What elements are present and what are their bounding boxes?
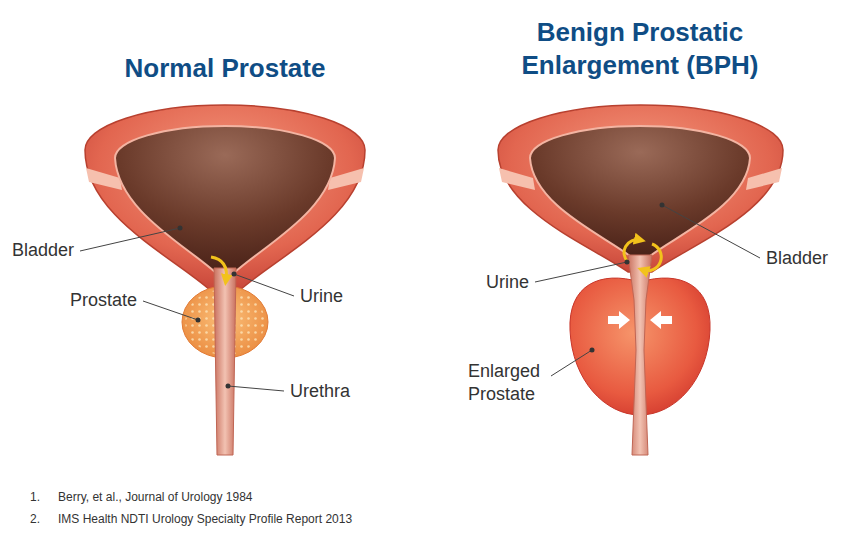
bladder-cavity (530, 126, 750, 256)
urethra-tube (214, 268, 236, 455)
panel-heading: Benign Prostatic Enlargement (BPH) (495, 16, 785, 81)
urine-flow-arrow (211, 257, 226, 280)
footnote-number: 2. (30, 512, 40, 527)
leader-dot (590, 348, 595, 353)
leader-dot (625, 260, 630, 265)
leader-line (551, 350, 592, 376)
leader-line (535, 262, 627, 282)
bladder-wall (85, 105, 365, 290)
part-label: Enlarged Prostate (468, 360, 563, 405)
leader-dot (660, 203, 665, 208)
footnote-text: IMS Health NDTI Urology Specialty Profil… (58, 512, 352, 527)
leader-dot (178, 226, 183, 231)
leader-line (80, 228, 180, 251)
bladder-wall (498, 105, 783, 272)
leader-dot (196, 318, 201, 323)
leader-line (143, 301, 198, 320)
leader-line (228, 386, 284, 391)
leader-line (234, 274, 294, 296)
ureter-band (499, 168, 535, 190)
compression-arrow (608, 311, 630, 329)
compression-arrow (650, 311, 672, 329)
part-label: Bladder (12, 239, 74, 262)
footnote-text: Berry, et al., Journal of Urology 1984 (58, 490, 253, 505)
panel-heading: Normal Prostate (100, 52, 350, 85)
part-label: Bladder (766, 247, 828, 270)
footnote-number: 1. (30, 490, 40, 505)
bladder-cavity (115, 126, 335, 272)
leader-line (662, 205, 760, 258)
leader-lines (80, 203, 760, 392)
bph-anatomy (498, 105, 783, 455)
urethra-tube (628, 255, 652, 455)
part-label: Urine (300, 285, 343, 308)
part-label: Urine (486, 271, 529, 294)
urine-backflow-arrow (643, 244, 661, 271)
part-label: Urethra (290, 380, 350, 403)
urine-backflow-arrow (624, 240, 640, 262)
leader-dot (226, 384, 231, 389)
normal-anatomy (85, 105, 365, 455)
leader-dot (232, 272, 237, 277)
part-label: Prostate (70, 289, 137, 312)
ureter-band (746, 168, 782, 190)
